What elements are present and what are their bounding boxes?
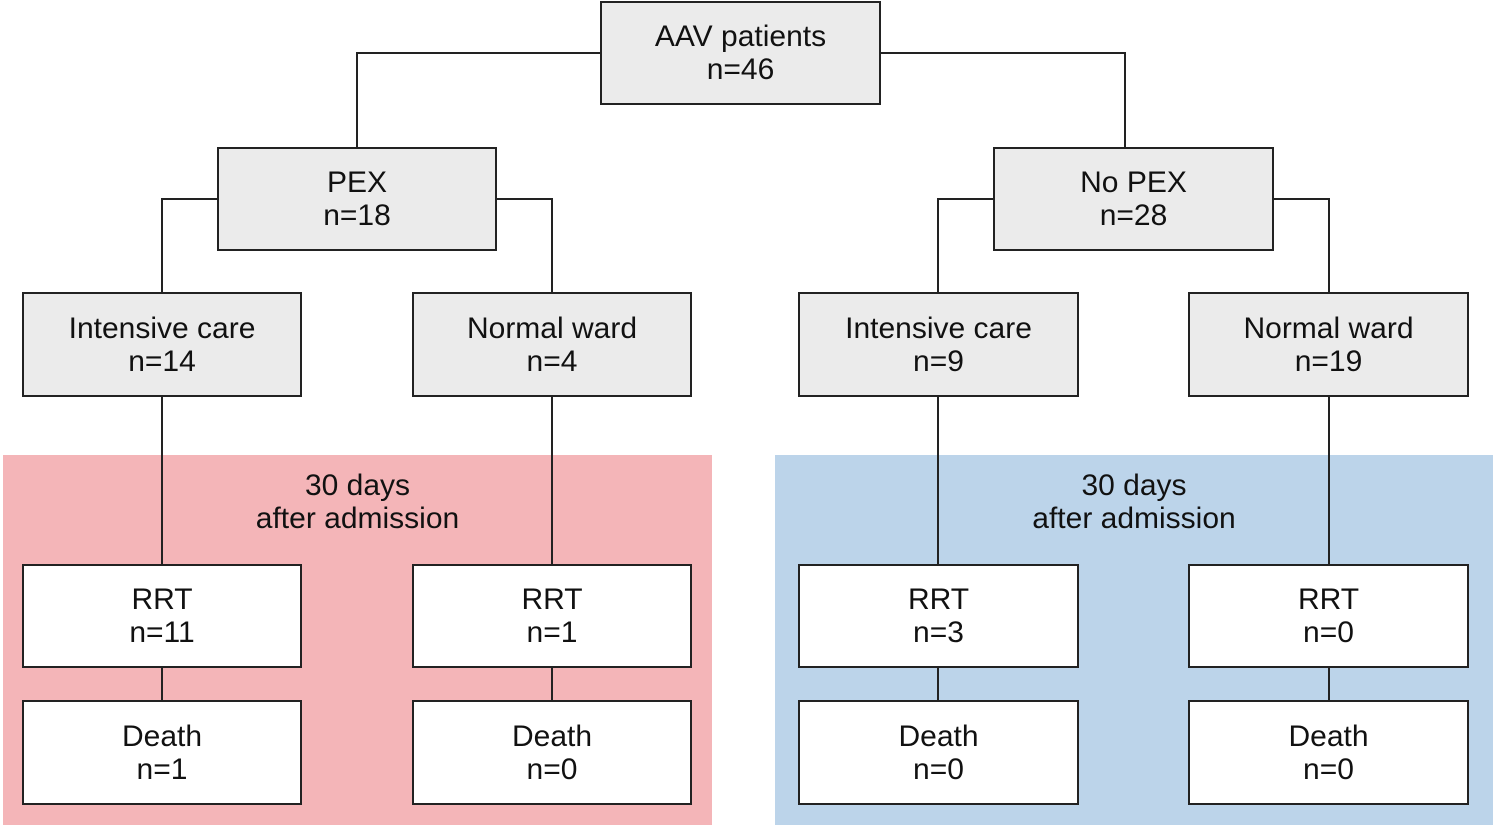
no-pex-intensive-care-death-count: n=0 [913,752,964,786]
no-pex-intensive-care-rrt-count: n=3 [913,616,964,649]
no-pex-intensive-care-rrt-label: RRT [907,583,970,616]
no-pex-normal-ward-count: n=19 [1294,344,1363,378]
pex-normal-ward-rrt-label: RRT [521,583,583,616]
pex-intensive-care-rrt-node: RRT n=11 [22,564,302,668]
no-pex-node-label: No PEX [1080,166,1187,199]
root-node: AAV patients n=46 [600,1,881,105]
no-pex-region-label: 30 days after admission [775,469,1493,535]
connector-root-nopex [880,52,1126,148]
pex-normal-ward-rrt-count: n=1 [526,616,578,649]
pex-region-label-line1: 30 days [304,469,411,502]
pex-intensive-care-rrt-label: RRT [131,583,193,616]
pex-node: PEX n=18 [217,147,497,251]
connector-nopex-icu [937,198,994,293]
pex-intensive-care-death-node: Death n=1 [22,700,302,805]
pex-intensive-care-node: Intensive care n=14 [22,292,302,397]
pex-region-label: 30 days after admission [3,469,712,535]
pex-node-label: PEX [326,166,388,199]
no-pex-normal-ward-death-label: Death [1288,719,1369,753]
no-pex-normal-ward-rrt-count: n=0 [1303,616,1354,649]
pex-node-count: n=18 [323,199,391,232]
no-pex-intensive-care-node: Intensive care n=9 [798,292,1079,397]
no-pex-normal-ward-death-node: Death n=0 [1188,700,1469,805]
no-pex-normal-ward-label: Normal ward [1243,311,1414,345]
root-node-count: n=46 [706,53,775,86]
pex-normal-ward-death-node: Death n=0 [412,700,692,805]
pex-region-label-line2: after admission [255,502,460,535]
connector-pex-ward [496,198,553,293]
no-pex-intensive-care-death-label: Death [898,719,979,753]
no-pex-intensive-care-count: n=9 [913,344,964,378]
no-pex-region-label-line1: 30 days [1081,469,1187,502]
pex-normal-ward-node: Normal ward n=4 [412,292,692,397]
no-pex-intensive-care-death-node: Death n=0 [798,700,1079,805]
no-pex-region-label-line2: after admission [1032,502,1236,535]
no-pex-normal-ward-death-count: n=0 [1303,752,1354,786]
no-pex-node: No PEX n=28 [993,147,1274,251]
no-pex-node-count: n=28 [1099,199,1168,232]
pex-intensive-care-death-count: n=1 [136,752,188,786]
pex-normal-ward-death-count: n=0 [526,752,578,786]
pex-intensive-care-count: n=14 [128,344,196,378]
pex-normal-ward-rrt-node: RRT n=1 [412,564,692,668]
pex-intensive-care-death-label: Death [121,719,203,753]
connector-nopex-ward [1272,198,1330,293]
pex-normal-ward-label: Normal ward [466,311,638,345]
pex-intensive-care-label: Intensive care [68,311,256,345]
no-pex-normal-ward-rrt-label: RRT [1297,583,1360,616]
no-pex-normal-ward-node: Normal ward n=19 [1188,292,1469,397]
no-pex-normal-ward-rrt-node: RRT n=0 [1188,564,1469,668]
pex-normal-ward-count: n=4 [526,344,578,378]
connector-pex-icu [161,198,218,293]
pex-intensive-care-rrt-count: n=11 [129,616,195,649]
no-pex-intensive-care-label: Intensive care [845,311,1032,345]
no-pex-intensive-care-rrt-node: RRT n=3 [798,564,1079,668]
root-node-label: AAV patients [654,20,827,53]
pex-normal-ward-death-label: Death [511,719,593,753]
connector-root-pex [356,52,601,148]
